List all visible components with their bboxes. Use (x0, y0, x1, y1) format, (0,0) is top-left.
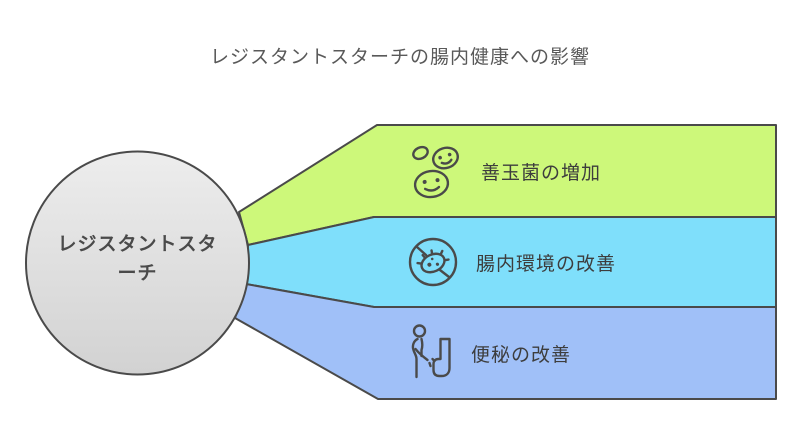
list-item-label: 便秘の改善 (471, 344, 572, 366)
center-circle (25, 150, 250, 376)
bacteria-smiley-icon (412, 145, 459, 199)
list-item-constipation: 便秘の改善 (407, 307, 767, 399)
list-item-label: 腸内環境の改善 (476, 253, 617, 275)
list-item-good-bacteria: 善玉菌の増加 (407, 125, 767, 217)
list-item-label: 善玉菌の増加 (481, 162, 602, 184)
no-bacteria-icon (408, 237, 458, 287)
center-circle-label: レジスタントスターチ (57, 234, 218, 284)
person-toilet-icon (411, 324, 451, 379)
diagram-title: レジスタントスターチの腸内健康への影響 (209, 47, 590, 68)
list-item-gut-environment: 腸内環境の改善 (407, 217, 767, 307)
